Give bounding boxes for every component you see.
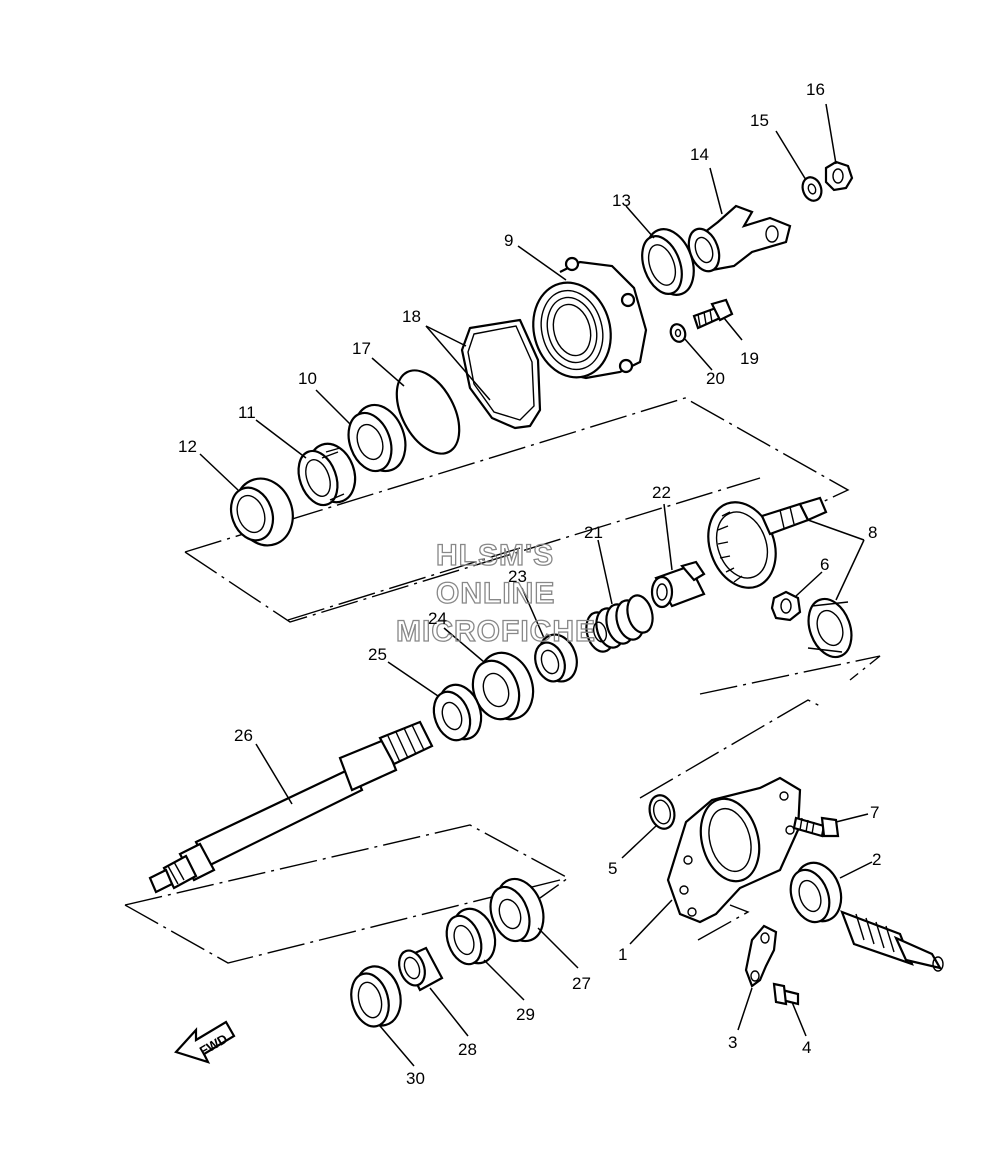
- callout-14[interactable]: 14: [690, 145, 709, 164]
- bolt-7[interactable]: [792, 816, 840, 838]
- callout-6[interactable]: 6: [820, 555, 829, 574]
- coupling-22[interactable]: [650, 560, 706, 609]
- callout-1[interactable]: 1: [618, 945, 627, 964]
- callout-10[interactable]: 10: [298, 369, 317, 388]
- callout-16[interactable]: 16: [806, 80, 825, 99]
- callout-9[interactable]: 9: [504, 231, 513, 250]
- callout-26[interactable]: 26: [234, 726, 253, 745]
- group-frame-right: [639, 699, 821, 941]
- nut-6[interactable]: [770, 590, 802, 622]
- watermark: HLSM'S ONLINE MICROFICHE: [395, 538, 596, 648]
- seal-30[interactable]: [346, 961, 407, 1030]
- callout-2[interactable]: 2: [872, 850, 881, 869]
- fwd-arrow-icon: FWD: [174, 1020, 236, 1064]
- bearing-27[interactable]: [484, 872, 552, 947]
- callout-13[interactable]: 13: [612, 191, 631, 210]
- callout-21[interactable]: 21: [584, 523, 603, 542]
- bracket-3[interactable]: [744, 924, 778, 988]
- shim-18[interactable]: [460, 318, 542, 430]
- callout-5[interactable]: 5: [608, 859, 617, 878]
- nut-16[interactable]: [824, 160, 854, 192]
- group-frame-upper: [184, 397, 850, 623]
- bearing-12[interactable]: [224, 470, 302, 553]
- callout-17[interactable]: 17: [352, 339, 371, 358]
- watermark-line-2: ONLINE: [436, 577, 555, 610]
- o-ring-5[interactable]: [646, 792, 678, 831]
- callout-30[interactable]: 30: [406, 1069, 425, 1088]
- housing-1[interactable]: [666, 776, 802, 924]
- shaft-26[interactable]: [148, 720, 434, 894]
- callout-labels: 1 2 3 4 5 6 7 8 9 10 11 12 13 14 15 16 1…: [178, 80, 881, 1088]
- washer-20[interactable]: [668, 322, 687, 344]
- callout-23[interactable]: 23: [508, 567, 527, 586]
- bearing-24[interactable]: [465, 645, 542, 727]
- callout-7[interactable]: 7: [870, 803, 879, 822]
- callout-3[interactable]: 3: [728, 1033, 737, 1052]
- callout-12[interactable]: 12: [178, 437, 197, 456]
- collar-23[interactable]: [530, 629, 583, 686]
- yoke-14[interactable]: [683, 204, 792, 275]
- callout-24[interactable]: 24: [428, 609, 447, 628]
- spring-21[interactable]: [582, 593, 656, 655]
- bushing-28[interactable]: [395, 946, 444, 992]
- callout-25[interactable]: 25: [368, 645, 387, 664]
- bolt-19[interactable]: [692, 298, 734, 330]
- housing-9[interactable]: [523, 256, 648, 386]
- callout-4[interactable]: 4: [802, 1038, 811, 1057]
- group-frame-middle: [287, 547, 881, 695]
- callout-11[interactable]: 11: [238, 403, 256, 422]
- watermark-line-3: MICROFICHE: [396, 615, 596, 648]
- gear-set-8[interactable]: [697, 493, 859, 663]
- group-frame-lower: [124, 824, 570, 964]
- drive-shaft[interactable]: [840, 910, 944, 972]
- bearing-25[interactable]: [427, 679, 488, 745]
- watermark-line-1: HLSM'S: [436, 539, 554, 572]
- callout-29[interactable]: 29: [516, 1005, 535, 1024]
- leader-lines: [199, 103, 873, 1067]
- collar-11[interactable]: [292, 437, 363, 510]
- screw-4[interactable]: [772, 982, 800, 1006]
- callout-27[interactable]: 27: [572, 974, 591, 993]
- bearing-10[interactable]: [341, 398, 414, 478]
- callout-18[interactable]: 18: [402, 307, 421, 326]
- washer-15[interactable]: [799, 175, 824, 204]
- collar-29[interactable]: [440, 903, 502, 969]
- callout-28[interactable]: 28: [458, 1040, 477, 1059]
- callout-15[interactable]: 15: [750, 111, 769, 130]
- seal-2[interactable]: [784, 856, 849, 927]
- callout-8[interactable]: 8: [868, 523, 877, 542]
- o-ring-17[interactable]: [384, 360, 472, 464]
- callout-19[interactable]: 19: [740, 349, 759, 368]
- callout-20[interactable]: 20: [706, 369, 725, 388]
- callout-22[interactable]: 22: [652, 483, 671, 502]
